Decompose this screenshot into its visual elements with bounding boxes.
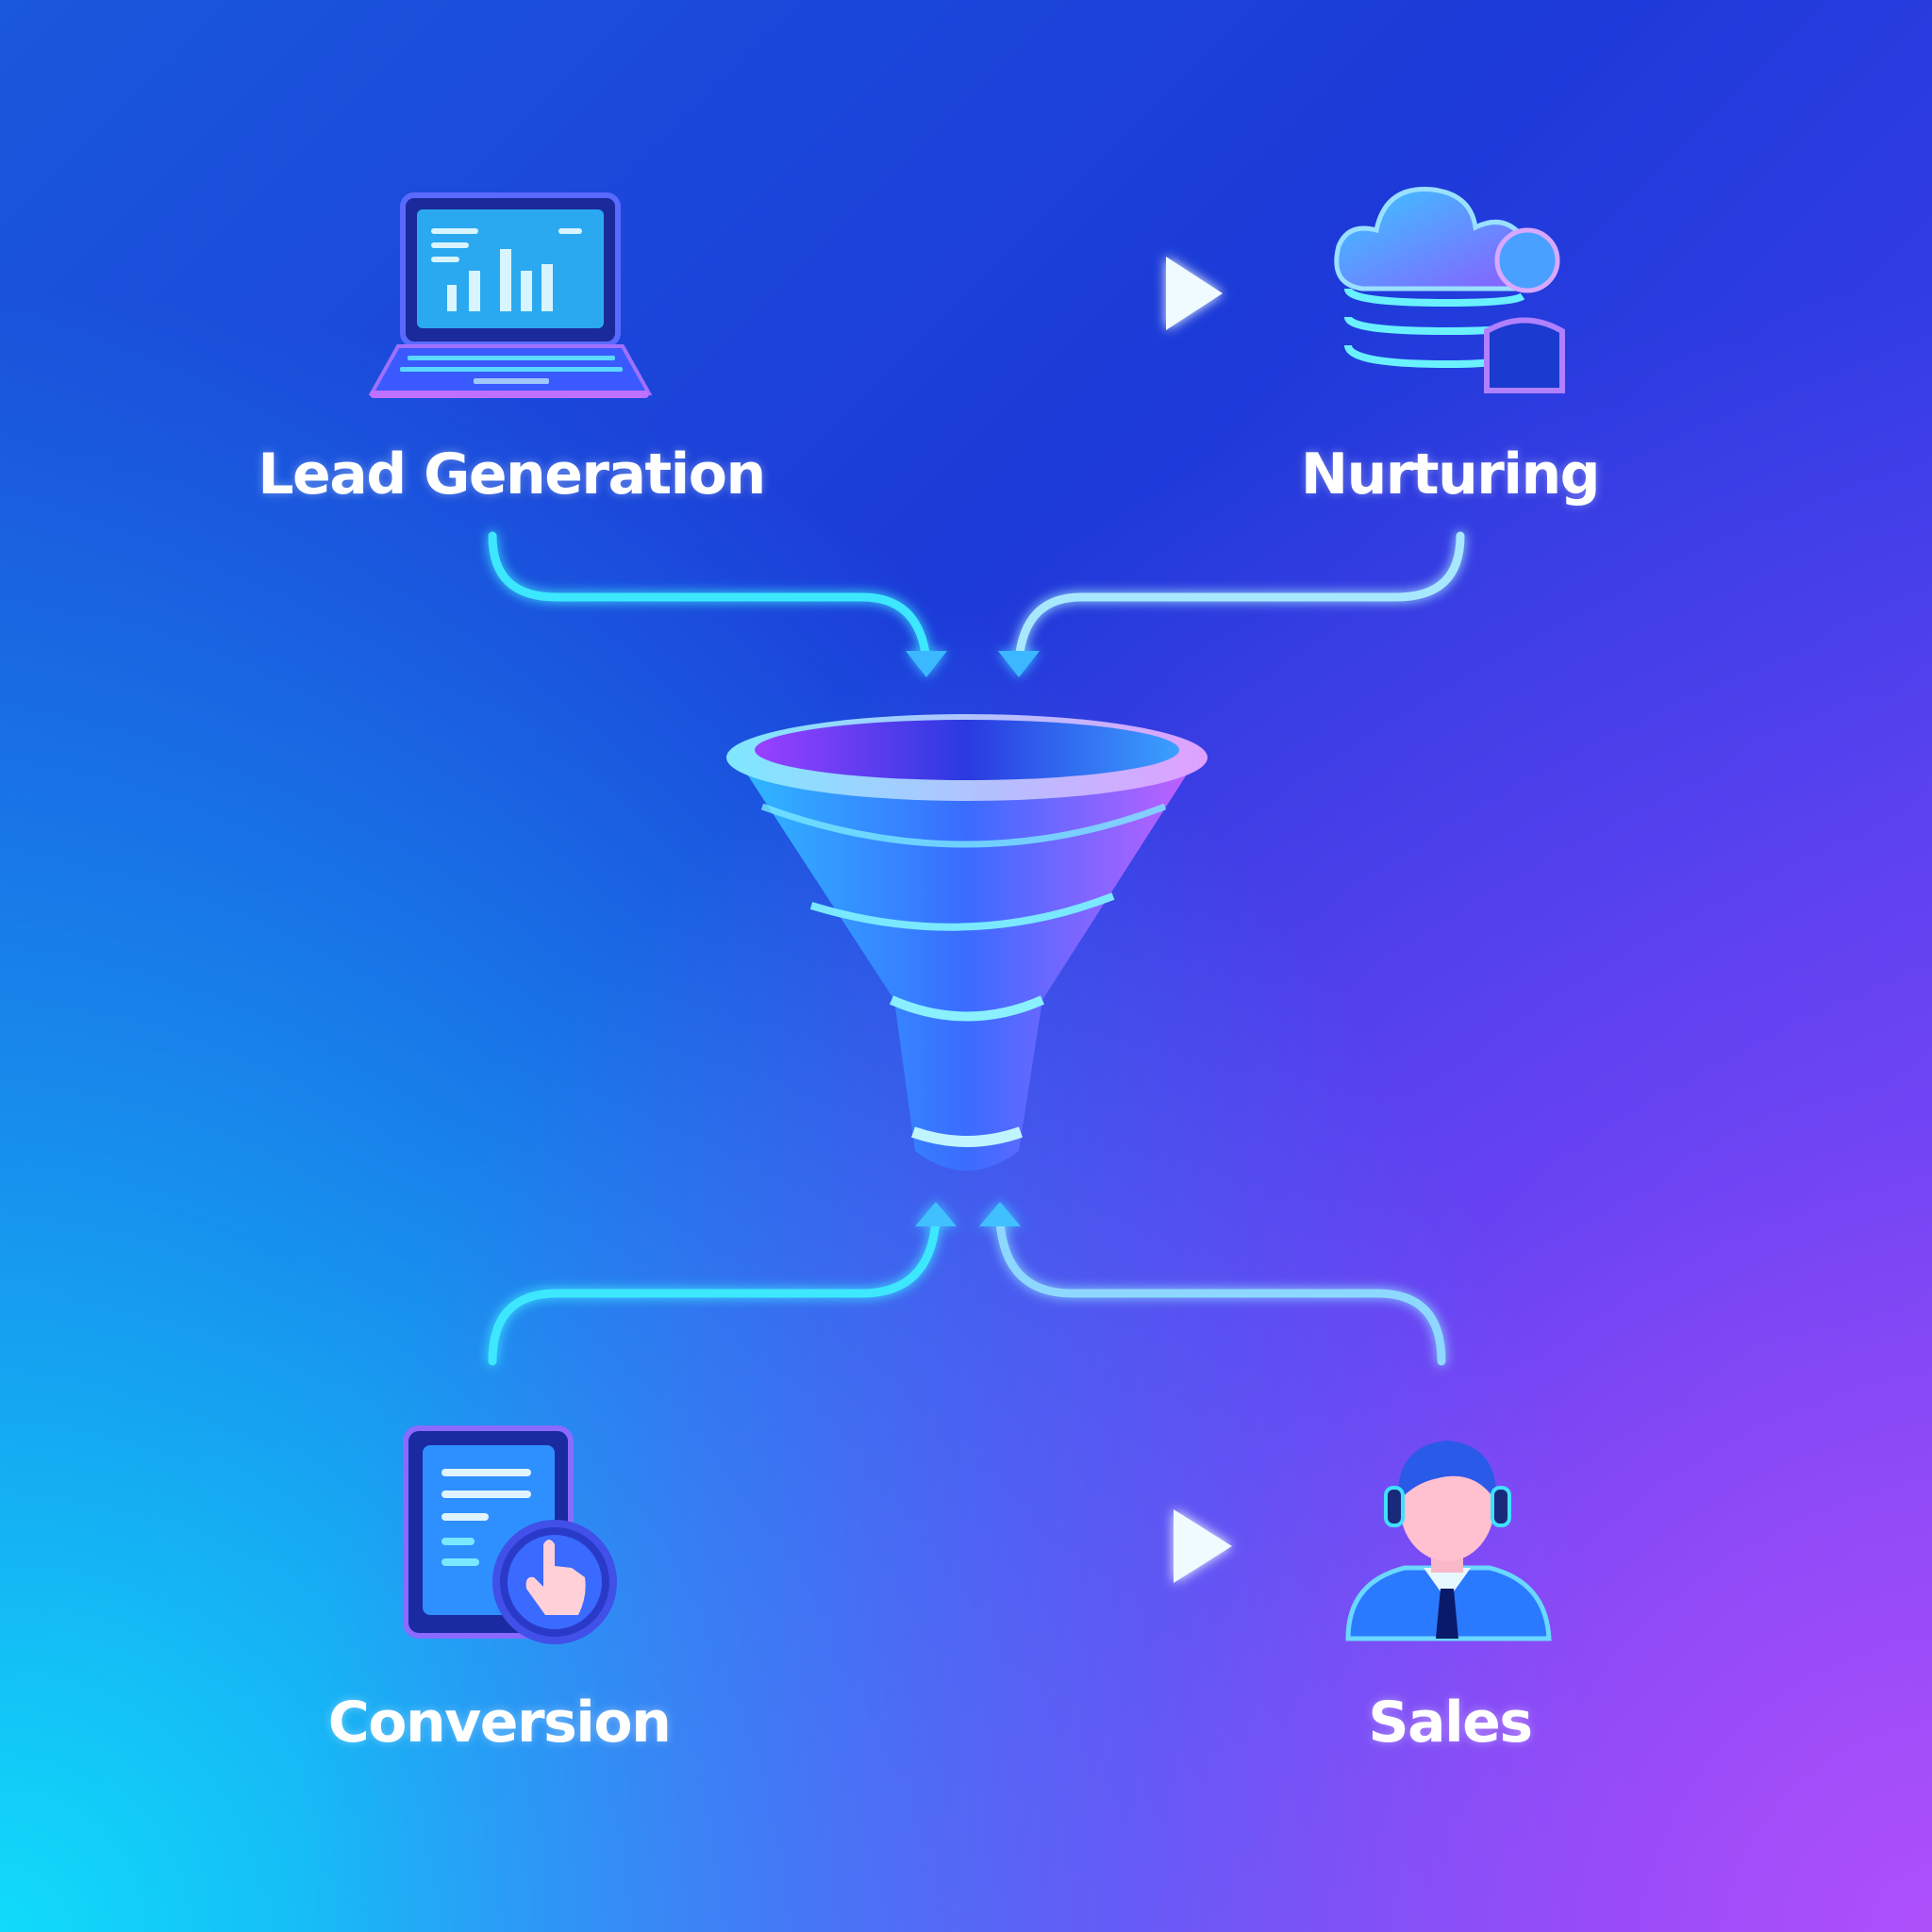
stage-label-lead-generation: Lead Generation xyxy=(258,441,766,508)
connector-lead-to-funnel xyxy=(488,531,931,665)
connector-conversion-to-funnel xyxy=(488,1217,941,1366)
cloud-database-icon xyxy=(1334,187,1565,393)
funnel-icon xyxy=(726,714,1208,1171)
arrow-lead-to-nurturing xyxy=(727,257,1223,330)
connector-arrowhead xyxy=(915,1202,957,1226)
stage-label-nurturing: Nurturing xyxy=(1300,441,1601,508)
stage-label-sales: Sales xyxy=(1368,1690,1533,1756)
sales-agent-headset-icon xyxy=(1345,1441,1552,1641)
connector-arrowhead xyxy=(906,651,947,677)
document-click-icon xyxy=(403,1425,617,1644)
stage-label-conversion: Conversion xyxy=(327,1690,672,1756)
laptop-chart-icon xyxy=(368,192,653,398)
connector-arrowhead xyxy=(979,1202,1021,1226)
arrow-conversion-to-sales xyxy=(727,1509,1232,1583)
connector-sales-to-funnel xyxy=(995,1217,1446,1366)
connector-arrowhead xyxy=(998,651,1040,677)
connector-nurturing-to-funnel xyxy=(1014,531,1465,665)
